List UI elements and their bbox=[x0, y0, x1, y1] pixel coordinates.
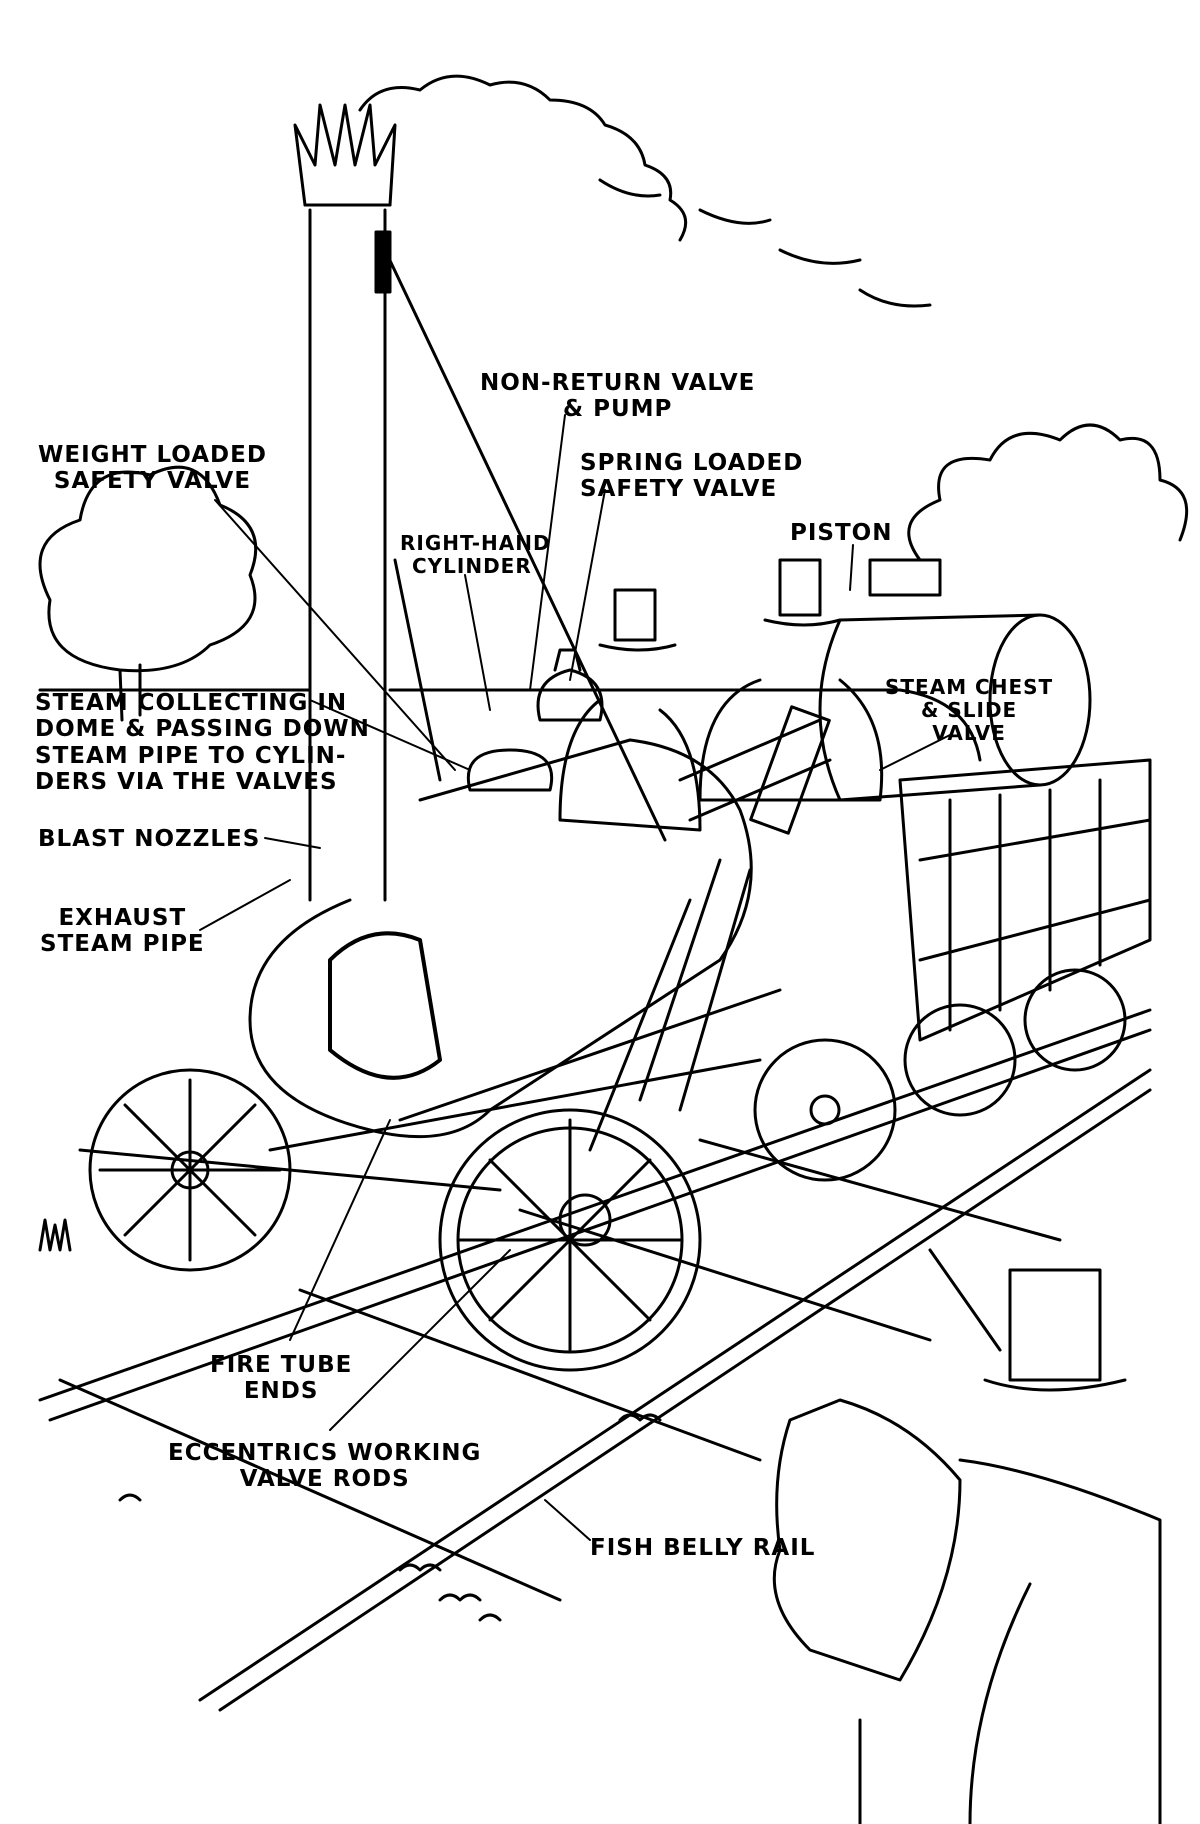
front-wheel-spokes bbox=[98, 1078, 282, 1262]
frame-beam bbox=[78, 988, 782, 1192]
label-blast-nozzles: BLAST NOZZLES bbox=[38, 826, 261, 852]
man-right-hat bbox=[763, 558, 842, 627]
label-non-return-valve: NON-RETURN VALVE & PUMP bbox=[480, 370, 756, 423]
label-fire-tube-ends: FIRE TUBE ENDS bbox=[210, 1352, 353, 1405]
chimney-crown bbox=[293, 103, 397, 207]
leader-piston bbox=[849, 544, 854, 591]
grass-left bbox=[38, 1218, 72, 1252]
leader-blast bbox=[264, 837, 321, 849]
man-right-body bbox=[698, 678, 884, 802]
leader-spring-safety bbox=[569, 489, 606, 681]
leader-exhaust bbox=[199, 879, 291, 931]
driving-wheel bbox=[438, 1108, 702, 1372]
rear-wheel bbox=[753, 1038, 897, 1182]
cask-filler bbox=[868, 558, 942, 597]
label-right-hand-cylinder: RIGHT-HAND CYLINDER bbox=[400, 531, 551, 578]
tree-left bbox=[38, 465, 258, 722]
hedge-right bbox=[907, 423, 1189, 562]
water-cask bbox=[818, 613, 1042, 802]
chimney bbox=[303, 203, 392, 902]
label-weight-loaded-safety-valve: WEIGHT LOADED SAFETY VALVE bbox=[38, 442, 267, 495]
label-steam-chest: STEAM CHEST & SLIDE VALVE bbox=[885, 675, 1054, 745]
chimney-clamp bbox=[374, 230, 392, 294]
label-spring-loaded-safety-valve: SPRING LOADED SAFETY VALVE bbox=[580, 450, 804, 503]
label-steam-collecting: STEAM COLLECTING IN DOME & PASSING DOWN … bbox=[35, 690, 370, 796]
label-fish-belly-rail: FISH BELLY RAIL bbox=[590, 1535, 816, 1561]
cylinder-body bbox=[749, 705, 831, 835]
spring-safety-valve bbox=[536, 648, 604, 722]
sleepers bbox=[58, 1138, 1062, 1602]
spectator-body bbox=[772, 1398, 1162, 1824]
label-piston: PISTON bbox=[790, 520, 893, 546]
firebox-front bbox=[328, 931, 442, 1080]
boiler-top bbox=[398, 688, 982, 762]
man-left-hat bbox=[598, 588, 677, 652]
tender-wheel-1 bbox=[903, 1003, 1017, 1117]
leader-fire-tube bbox=[289, 1119, 391, 1341]
leader-eccentrics bbox=[329, 1249, 511, 1431]
leader-weight-safety bbox=[214, 499, 456, 771]
leader-cylinder bbox=[464, 574, 491, 711]
rail-right bbox=[198, 1068, 1152, 1712]
leader-fish-belly bbox=[544, 1499, 591, 1541]
label-eccentrics: ECCENTRICS WORKING VALVE RODS bbox=[168, 1440, 482, 1493]
tender-frame bbox=[898, 758, 1152, 1042]
spectator-top-hat bbox=[983, 1268, 1127, 1392]
spectator-cane bbox=[928, 1248, 1002, 1352]
ground-stones bbox=[118, 1413, 662, 1622]
rail-left bbox=[38, 1008, 1152, 1422]
leader-steam-chest bbox=[879, 734, 951, 771]
man-left-body bbox=[558, 698, 702, 832]
leader-non-return bbox=[529, 414, 566, 691]
smoke-cloud bbox=[358, 74, 932, 308]
label-exhaust-steam-pipe: EXHAUST STEAM PIPE bbox=[40, 905, 205, 958]
leader-steam-collecting bbox=[309, 699, 471, 771]
